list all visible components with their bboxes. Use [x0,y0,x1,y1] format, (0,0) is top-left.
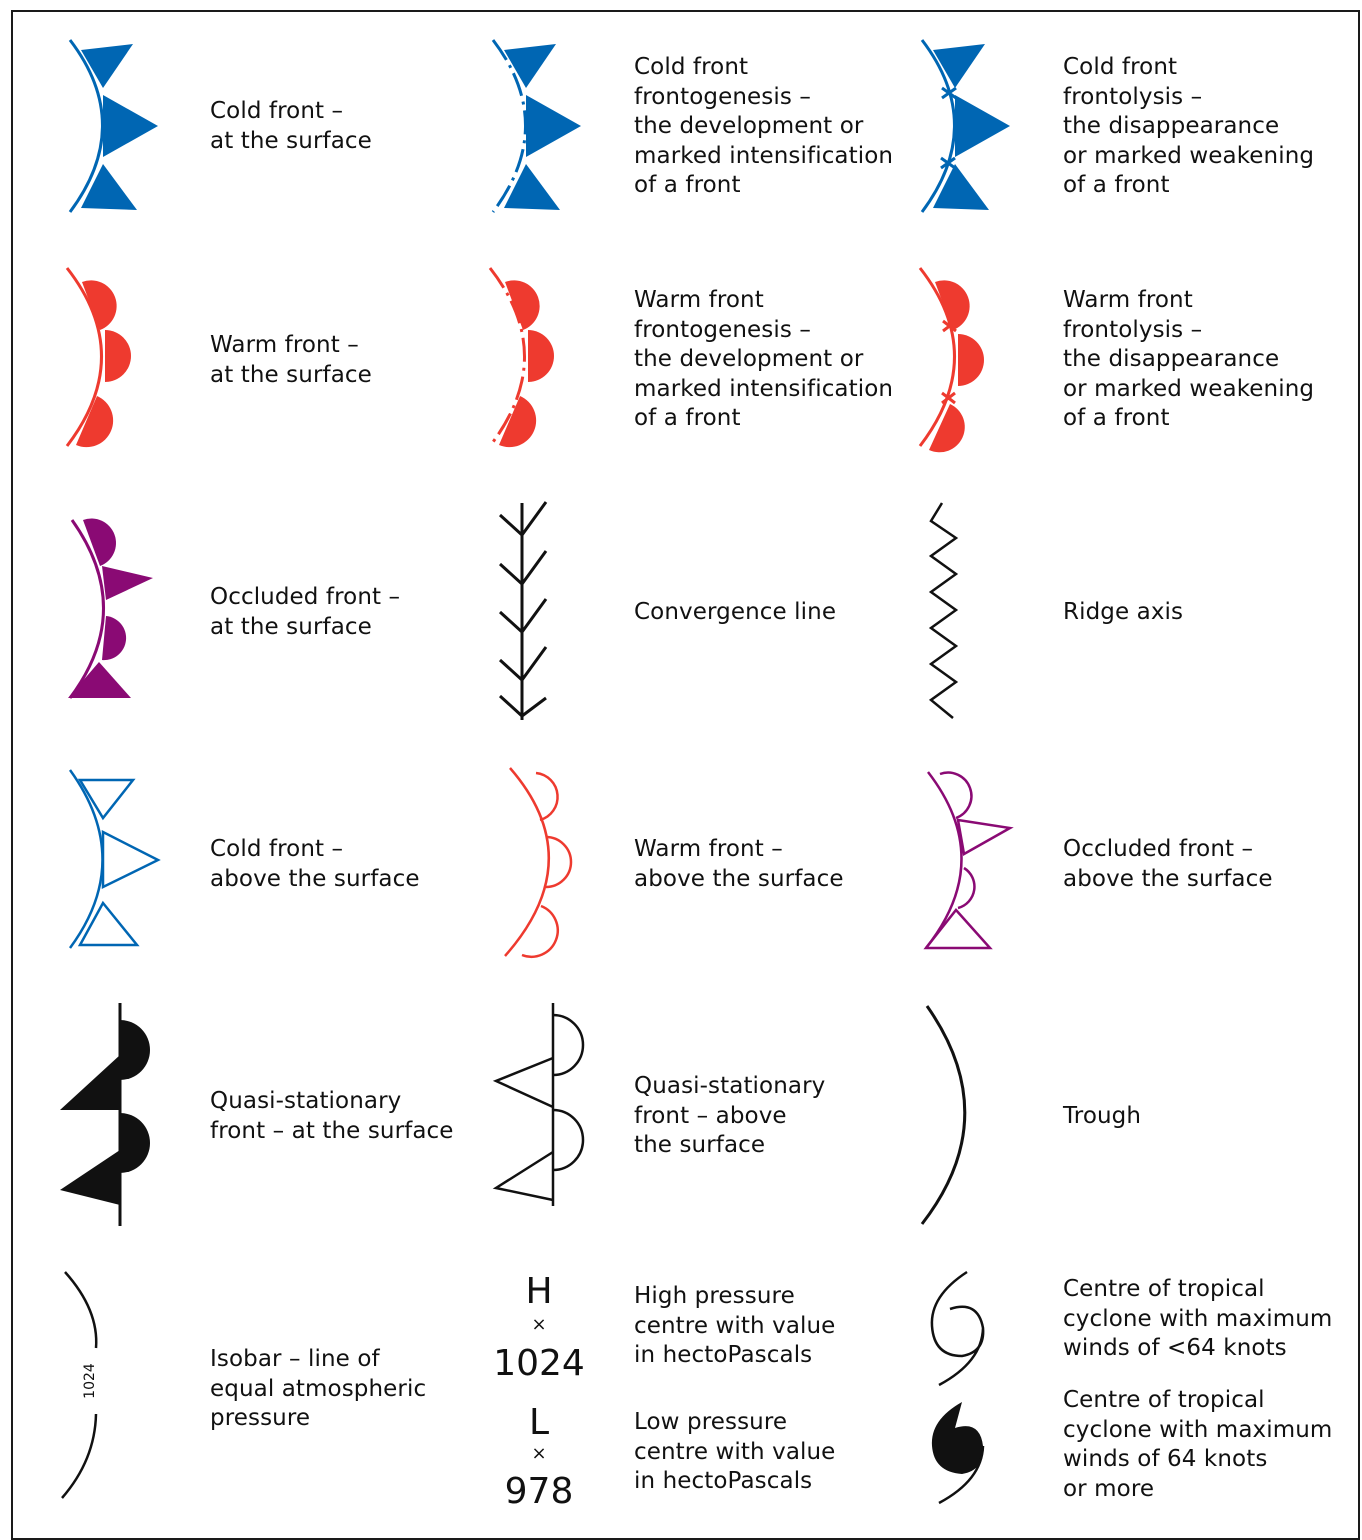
cold-frontogenesis-label: Cold front frontogenesis – the developme… [634,54,894,198]
high-pressure-letter: H [525,1271,553,1312]
occluded-front-surface-label: Occluded front – at the surface [210,584,401,640]
low-pressure-letter: L [528,1402,550,1443]
cold-front-surface-symbol [68,39,158,213]
warm-front-surface-symbol [65,267,131,448]
low-pressure-label: Low pressure centre with value in hectoP… [634,1409,836,1494]
low-pressure-cross: × [531,1443,547,1464]
convergence-line-symbol [498,501,548,720]
cold-front-above-label: Cold front – above the surface [210,836,420,892]
tropical-cyclone-over-64-label: Centre of tropical cyclone with maximum … [1063,1387,1333,1502]
cold-front-above-symbol [68,769,161,949]
ridge-axis-symbol [928,502,959,719]
warm-frontolysis-symbol [918,267,984,453]
trough-symbol [920,1005,967,1225]
legend-frame [11,10,1360,1540]
convergence-line-label: Convergence line [634,599,837,625]
high-pressure-value: 1024 [493,1343,585,1384]
warm-front-above-symbol [504,767,573,958]
warm-frontogenesis-label: Warm front frontogenesis – the developme… [634,287,894,431]
isobar-label: Isobar – line of equal atmospheric press… [210,1346,427,1431]
warm-frontolysis-label: Warm front frontolysis – the disappearan… [1063,287,1315,431]
quasi-stationary-surface-symbol [60,1003,150,1226]
occluded-front-surface-symbol [68,518,153,699]
quasi-stationary-above-label: Quasi-stationary front – above the surfa… [634,1073,826,1158]
warm-front-above-label: Warm front – above the surface [634,836,844,892]
warm-front-surface-label: Warm front – at the surface [210,332,372,388]
trough-label: Trough [1063,1103,1142,1129]
cold-front-surface-label: Cold front – at the surface [210,98,372,154]
warm-frontogenesis-symbol [488,267,554,448]
isobar-symbol [61,1271,98,1499]
ridge-axis-label: Ridge axis [1063,599,1184,625]
occluded-front-above-label: Occluded front – above the surface [1063,836,1273,892]
tropical-cyclone-under-64-label: Centre of tropical cyclone with maximum … [1063,1276,1333,1361]
isobar-value-label: 1024 [82,1363,98,1399]
high-pressure-cross: × [531,1314,547,1335]
cold-frontolysis-label: Cold front frontolysis – the disappearan… [1063,54,1315,198]
cold-frontolysis-symbol [920,39,1010,213]
tropical-cyclone-under-64-symbol [930,1270,985,1387]
quasi-stationary-surface-label: Quasi-stationary front – at the surface [210,1088,454,1144]
high-pressure-label: High pressure centre with value in hecto… [634,1283,836,1368]
tropical-cyclone-over-64-symbol [931,1402,985,1505]
occluded-front-above-symbol [923,771,1014,950]
cold-frontogenesis-symbol [491,39,581,213]
low-pressure-value: 978 [504,1471,574,1512]
quasi-stationary-above-symbol [492,1003,585,1206]
